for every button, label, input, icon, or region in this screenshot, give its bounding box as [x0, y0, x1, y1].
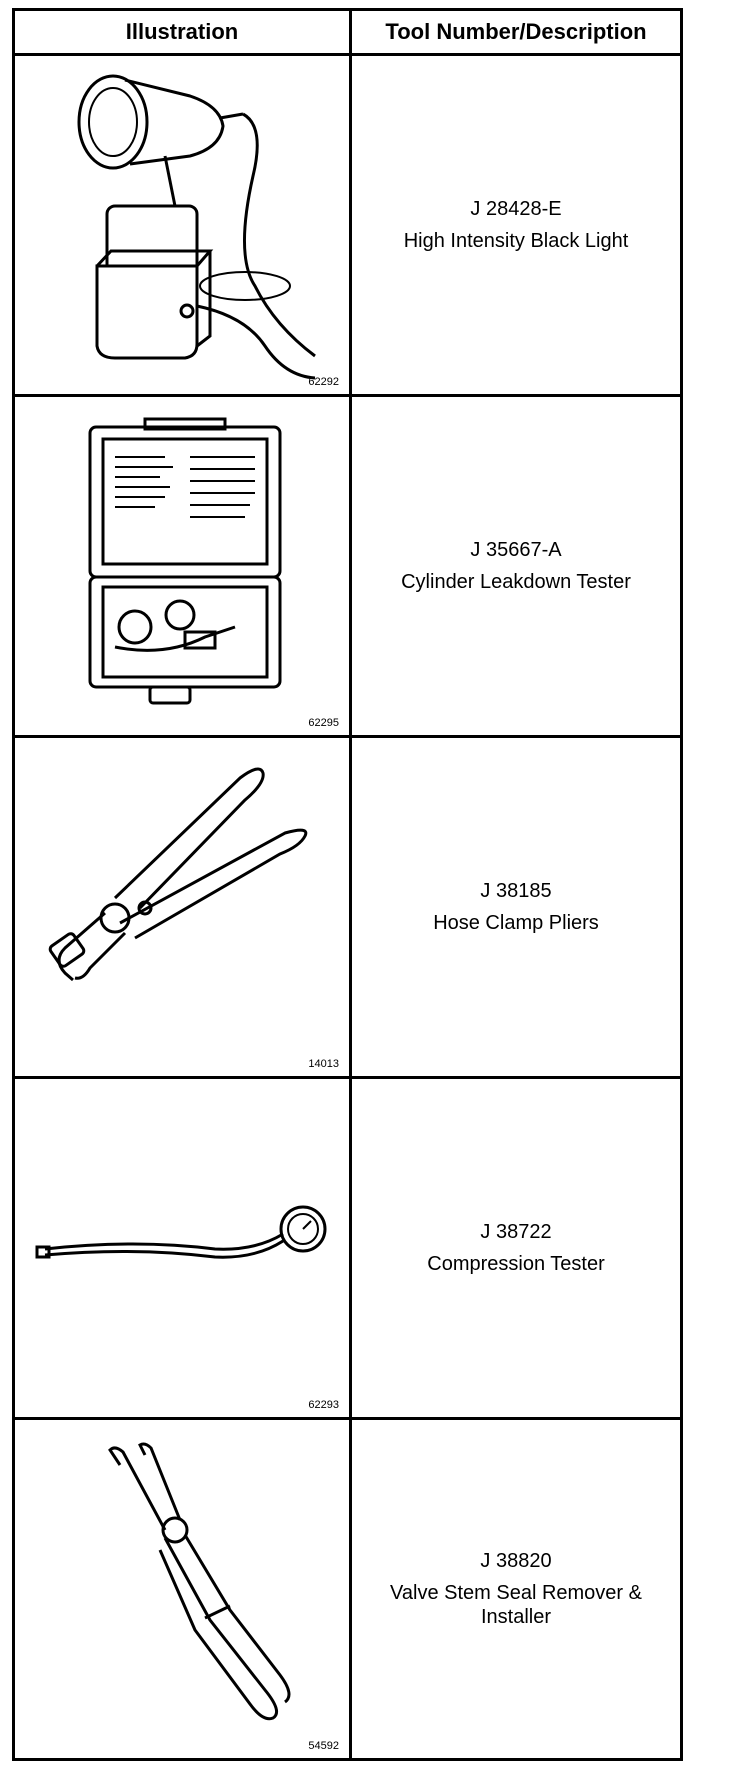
illustration-cell: 54592	[15, 1420, 352, 1758]
illustration-cell: 62295	[15, 397, 352, 735]
tool-number: J 38820	[480, 1550, 552, 1572]
illustration-cell: 62293	[15, 1079, 352, 1417]
tool-description: Compression Tester	[427, 1253, 605, 1275]
table-row: 14013 J 38185 Hose Clamp Pliers	[15, 738, 680, 1079]
table-row: 62295 J 35667-A Cylinder Leakdown Tester	[15, 397, 680, 738]
figure-id: 62292	[308, 376, 339, 388]
tool-number: J 28428-E	[470, 198, 562, 220]
tool-description: Valve Stem Seal Remover & Installer	[390, 1582, 642, 1628]
tool-description-cell: J 28428-E High Intensity Black Light	[352, 56, 680, 394]
tool-description-cell: J 35667-A Cylinder Leakdown Tester	[352, 397, 680, 735]
tool-table: Illustration Tool Number/Description 622…	[12, 8, 683, 1761]
header-illustration: Illustration	[15, 11, 352, 53]
figure-id: 54592	[308, 1740, 339, 1752]
tool-description-cell: J 38185 Hose Clamp Pliers	[352, 738, 680, 1076]
tool-number: J 38185	[480, 880, 552, 902]
tool-description: High Intensity Black Light	[403, 230, 629, 252]
compression-tester-icon	[35, 1205, 327, 1259]
tool-description-cell: J 38820 Valve Stem Seal Remover & Instal…	[352, 1420, 680, 1758]
valve-seal-pliers-icon	[108, 1442, 291, 1721]
table-row: 62292 J 28428-E High Intensity Black Lig…	[15, 56, 680, 397]
table-header: Illustration Tool Number/Description	[15, 11, 680, 56]
figure-id: 62295	[308, 717, 339, 729]
black-light-icon	[77, 74, 316, 380]
illustration-cell: 14013	[15, 738, 352, 1076]
hose-clamp-pliers-icon	[48, 767, 308, 982]
tool-description-cell: J 38722 Compression Tester	[352, 1079, 680, 1417]
figure-id: 62293	[308, 1399, 339, 1411]
tool-description: Hose Clamp Pliers	[433, 912, 599, 934]
table-row: 62293 J 38722 Compression Tester	[15, 1079, 680, 1420]
figure-id: 14013	[308, 1058, 339, 1070]
table-row: 54592 J 38820 Valve Stem Seal Remover & …	[15, 1420, 680, 1758]
leakdown-tester-case-icon	[88, 417, 282, 705]
tool-description: Cylinder Leakdown Tester	[401, 571, 631, 593]
tool-number: J 35667-A	[470, 539, 562, 561]
illustration-cell: 62292	[15, 56, 352, 394]
header-tool-description: Tool Number/Description	[385, 19, 647, 44]
tool-number: J 38722	[480, 1221, 552, 1243]
